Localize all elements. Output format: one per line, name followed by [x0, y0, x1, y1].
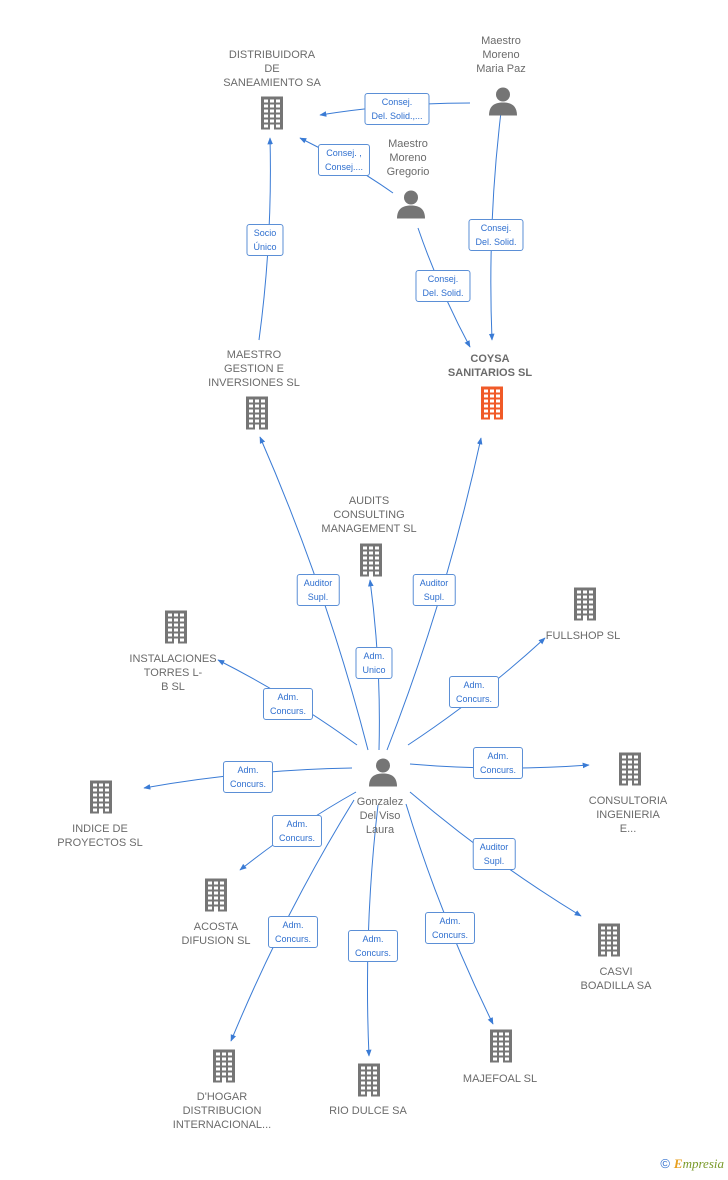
node-label-majefoal[interactable]: MAJEFOAL SL — [462, 1073, 538, 1085]
node-label-consultoria[interactable]: CONSULTORIA INGENIERIA E... — [588, 795, 668, 835]
edge-label-maestro_gestion-to-distribuidora[interactable]: Socio Único — [246, 224, 284, 256]
building-icon[interactable] — [571, 587, 599, 626]
edge-label-gonzalez-to-acosta[interactable]: Adm. Concurs. — [271, 815, 323, 847]
building-icon[interactable] — [478, 386, 506, 425]
building-icon[interactable] — [595, 923, 623, 962]
building-icon[interactable] — [210, 1049, 238, 1088]
building-icon[interactable] — [487, 1029, 515, 1068]
edge-label-gonzalez-to-indice[interactable]: Adm. Concurs. — [222, 761, 274, 793]
edge-label-maestro_paz-to-coysa[interactable]: Consej. Del. Solid. — [468, 219, 524, 251]
edge-label-gonzalez-to-majefoal[interactable]: Adm. Concurs. — [424, 912, 476, 944]
edge-label-gonzalez-to-casvi[interactable]: Auditor Supl. — [472, 838, 516, 870]
copyright-symbol: © — [660, 1156, 670, 1171]
building-icon[interactable] — [355, 1063, 383, 1102]
node-label-gonzalez[interactable]: Gonzalez Del Viso Laura — [356, 796, 404, 836]
person-icon[interactable] — [396, 189, 426, 224]
person-icon[interactable] — [368, 757, 398, 792]
building-icon[interactable] — [87, 780, 115, 819]
building-icon[interactable] — [202, 878, 230, 917]
brand-name: mpresia — [682, 1156, 724, 1171]
node-label-coysa[interactable]: COYSA SANITARIOS SL — [447, 353, 533, 379]
node-label-instalaciones[interactable]: INSTALACIONES TORRES L- B SL — [129, 653, 217, 693]
building-icon[interactable] — [258, 96, 286, 135]
edge-label-gonzalez-to-maestro_gestion[interactable]: Auditor Supl. — [296, 574, 340, 606]
node-label-casvi[interactable]: CASVI BOADILLA SA — [580, 966, 652, 992]
node-label-riodulce[interactable]: RIO DULCE SA — [329, 1105, 407, 1117]
edge-label-gonzalez-to-dhogar[interactable]: Adm. Concurs. — [267, 916, 319, 948]
edge-label-gonzalez-to-fullshop[interactable]: Adm. Concurs. — [448, 676, 500, 708]
node-label-indice[interactable]: INDICE DE PROYECTOS SL — [57, 823, 143, 849]
edge-label-gonzalez-to-instalaciones[interactable]: Adm. Concurs. — [262, 688, 314, 720]
node-label-distribuidora[interactable]: DISTRIBUIDORA DE SANEAMIENTO SA — [223, 49, 321, 89]
edge-label-gonzalez-to-audits[interactable]: Adm. Unico — [355, 647, 393, 679]
edge-label-maestro_paz-to-distribuidora[interactable]: Consej. Del. Solid.,... — [364, 93, 430, 125]
node-label-dhogar[interactable]: D'HOGAR DISTRIBUCION INTERNACIONAL... — [172, 1091, 272, 1131]
building-icon[interactable] — [616, 752, 644, 791]
node-label-maestro_gregorio[interactable]: Maestro Moreno Gregorio — [386, 138, 430, 178]
node-label-audits[interactable]: AUDITS CONSULTING MANAGEMENT SL — [321, 495, 417, 535]
edge-label-maestro_gregorio-to-coysa[interactable]: Consej. Del. Solid. — [415, 270, 471, 302]
empresia-watermark: ©Empresia — [660, 1156, 724, 1172]
node-label-maestro_gestion[interactable]: MAESTRO GESTION E INVERSIONES SL — [208, 349, 300, 389]
node-label-maestro_paz[interactable]: Maestro Moreno Maria Paz — [476, 35, 526, 75]
node-label-acosta[interactable]: ACOSTA DIFUSION SL — [181, 921, 251, 947]
person-icon[interactable] — [488, 86, 518, 121]
brand-initial: E — [673, 1156, 683, 1171]
edge-label-gonzalez-to-consultoria[interactable]: Adm. Concurs. — [472, 747, 524, 779]
building-icon[interactable] — [243, 396, 271, 435]
edge-label-gonzalez-to-riodulce[interactable]: Adm. Concurs. — [347, 930, 399, 962]
edge-label-maestro_gregorio-to-distribuidora[interactable]: Consej. , Consej.... — [317, 144, 371, 176]
building-icon[interactable] — [162, 610, 190, 649]
node-label-fullshop[interactable]: FULLSHOP SL — [545, 630, 621, 642]
edge-label-gonzalez-to-coysa[interactable]: Auditor Supl. — [412, 574, 456, 606]
building-icon[interactable] — [357, 543, 385, 582]
